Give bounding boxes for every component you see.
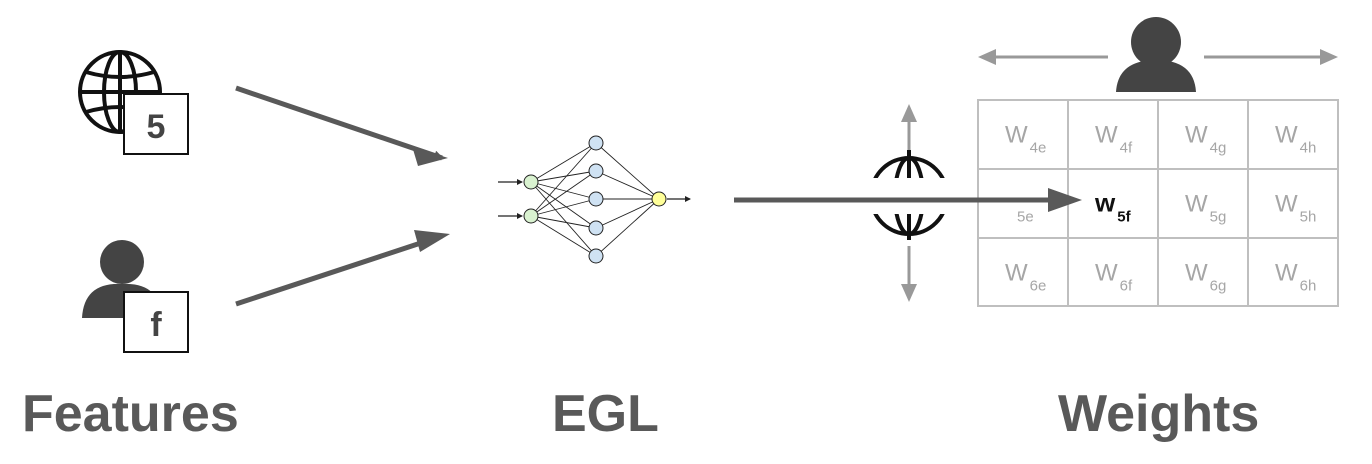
arrow-head-upper bbox=[412, 146, 448, 166]
output-node bbox=[651, 191, 667, 207]
hidden-node bbox=[588, 135, 604, 151]
features-caption: Features bbox=[22, 385, 239, 443]
weights-globe-icon bbox=[873, 150, 945, 240]
weights-user-icon bbox=[1116, 17, 1196, 92]
weights-caption: Weights bbox=[1058, 385, 1260, 443]
globe-badge-box bbox=[123, 93, 189, 155]
arrow-user-to-egl bbox=[235, 233, 443, 307]
globe-badge-label: 5 bbox=[147, 108, 166, 146]
globe-icon bbox=[78, 50, 162, 134]
input-node bbox=[523, 208, 539, 224]
user-badge-box bbox=[123, 291, 189, 353]
user-badge-label: f bbox=[150, 306, 162, 344]
globe-feature: 5 bbox=[78, 50, 189, 155]
user-feature: f bbox=[82, 240, 189, 353]
neural-network-icon bbox=[498, 135, 691, 264]
hidden-node bbox=[588, 220, 604, 236]
input-node bbox=[523, 174, 539, 190]
hidden-node bbox=[588, 248, 604, 264]
hidden-node bbox=[588, 163, 604, 179]
horizontal-axis-arrows bbox=[978, 49, 1338, 65]
egl-caption: EGL bbox=[552, 385, 659, 443]
arrow-head-weights bbox=[1048, 188, 1082, 212]
arrow-head-lower bbox=[414, 230, 450, 252]
weight-cell-5e: 5e bbox=[1017, 209, 1034, 226]
vertical-axis-arrows bbox=[901, 104, 917, 302]
arrow-globe-to-egl bbox=[235, 85, 444, 161]
hidden-node bbox=[588, 191, 604, 207]
